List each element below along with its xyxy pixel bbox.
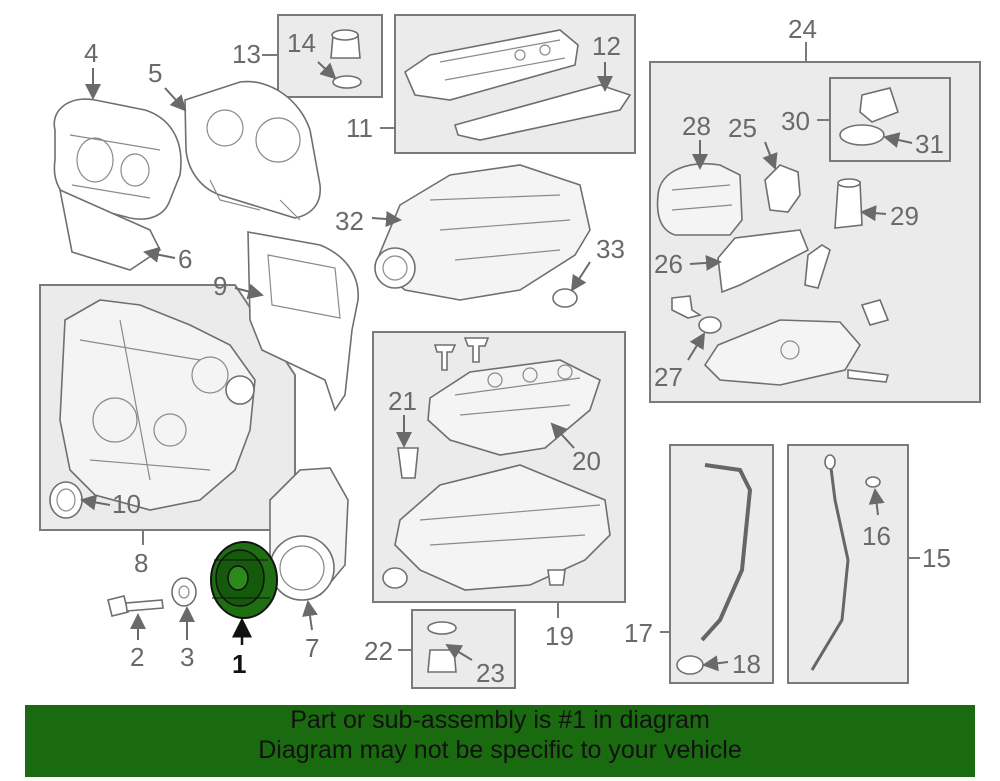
callout-32: 32 [335, 206, 364, 236]
callout-18: 18 [732, 649, 761, 679]
callout-12: 12 [592, 31, 621, 61]
drain-bolt [547, 569, 566, 586]
callout-28: 28 [682, 111, 711, 141]
dipstick-tube-part-17 [700, 463, 753, 642]
callout-labels: 1 2 3 4 5 6 7 8 9 10 11 12 13 14 15 16 1… [84, 14, 951, 688]
o-ring-part-33 [552, 288, 578, 308]
callout-17: 17 [624, 618, 653, 648]
bolt-part-b [847, 369, 890, 383]
leader-lines [80, 42, 920, 672]
callout-7: 7 [305, 633, 319, 663]
drain-seal [382, 567, 408, 589]
gasket-part-25 [764, 164, 801, 213]
valve-cover-part-11 [404, 29, 579, 101]
callout-24: 24 [788, 14, 817, 44]
banner-line-2: Diagram may not be specific to your vehi… [258, 736, 742, 764]
callout-6: 6 [178, 244, 192, 274]
dipstick-part-15 [810, 459, 850, 671]
callout-33: 33 [596, 234, 625, 264]
o-ring-part-18 [676, 655, 704, 675]
sensor-part [860, 299, 890, 326]
callout-1: 1 [232, 649, 246, 679]
callout-10: 10 [112, 489, 141, 519]
callout-5: 5 [148, 58, 162, 88]
oil-pan [394, 464, 611, 591]
oil-cooler-part-28 [656, 163, 743, 236]
callout-8: 8 [134, 548, 148, 578]
pump-housing-part-7 [269, 467, 349, 601]
engine-parts-diagram: 1 2 3 4 5 6 7 8 9 10 11 12 13 14 15 16 1… [39, 14, 981, 689]
callout-31: 31 [915, 129, 944, 159]
seal-part-10 [49, 481, 83, 519]
valve-part [804, 244, 831, 289]
group-box-13 [277, 14, 383, 98]
callout-22: 22 [364, 636, 393, 666]
seal-part-16 [865, 476, 881, 488]
baffle-part-21 [397, 447, 419, 479]
bolt-small-b [463, 337, 490, 363]
callout-30: 30 [781, 106, 810, 136]
callout-11: 11 [346, 113, 373, 143]
filter-housing-part-27 [698, 316, 861, 386]
bolt-part-2 [107, 595, 164, 617]
oil-filter-part-29 [834, 178, 863, 229]
callout-29: 29 [890, 201, 919, 231]
highlight-banner: Part or sub-assembly is #1 in diagram Di… [25, 705, 975, 777]
callout-19: 19 [545, 621, 574, 651]
banner-line-1: Part or sub-assembly is #1 in diagram [290, 706, 710, 734]
dipstick-handle [824, 454, 836, 470]
callout-20: 20 [572, 446, 601, 476]
callout-2: 2 [130, 642, 144, 672]
callout-9: 9 [213, 271, 227, 301]
callout-16: 16 [862, 521, 891, 551]
callout-21: 21 [388, 386, 417, 416]
bolt-small-a [433, 344, 457, 371]
callout-13: 13 [232, 39, 261, 69]
gasket-part-26 [717, 229, 810, 294]
oil-cap-part-14 [330, 29, 362, 89]
callout-3: 3 [180, 642, 194, 672]
front-housing-part-8 [59, 299, 256, 511]
callout-23: 23 [476, 658, 505, 688]
crankshaft-pulley-part-1 [210, 541, 278, 619]
gasket-part-9 [247, 231, 359, 412]
washer-part-3 [171, 577, 197, 607]
callout-26: 26 [654, 249, 683, 279]
callout-27: 27 [654, 362, 683, 392]
group-box-22 [411, 609, 516, 689]
timing-cover-part-5 [184, 80, 321, 221]
group-box-17 [669, 444, 774, 684]
callout-25: 25 [728, 113, 757, 143]
callout-14: 14 [287, 28, 316, 58]
callout-4: 4 [84, 38, 98, 68]
callout-15: 15 [922, 543, 951, 573]
bolt-part [671, 295, 703, 319]
intake-manifold-part-32 [374, 164, 591, 301]
